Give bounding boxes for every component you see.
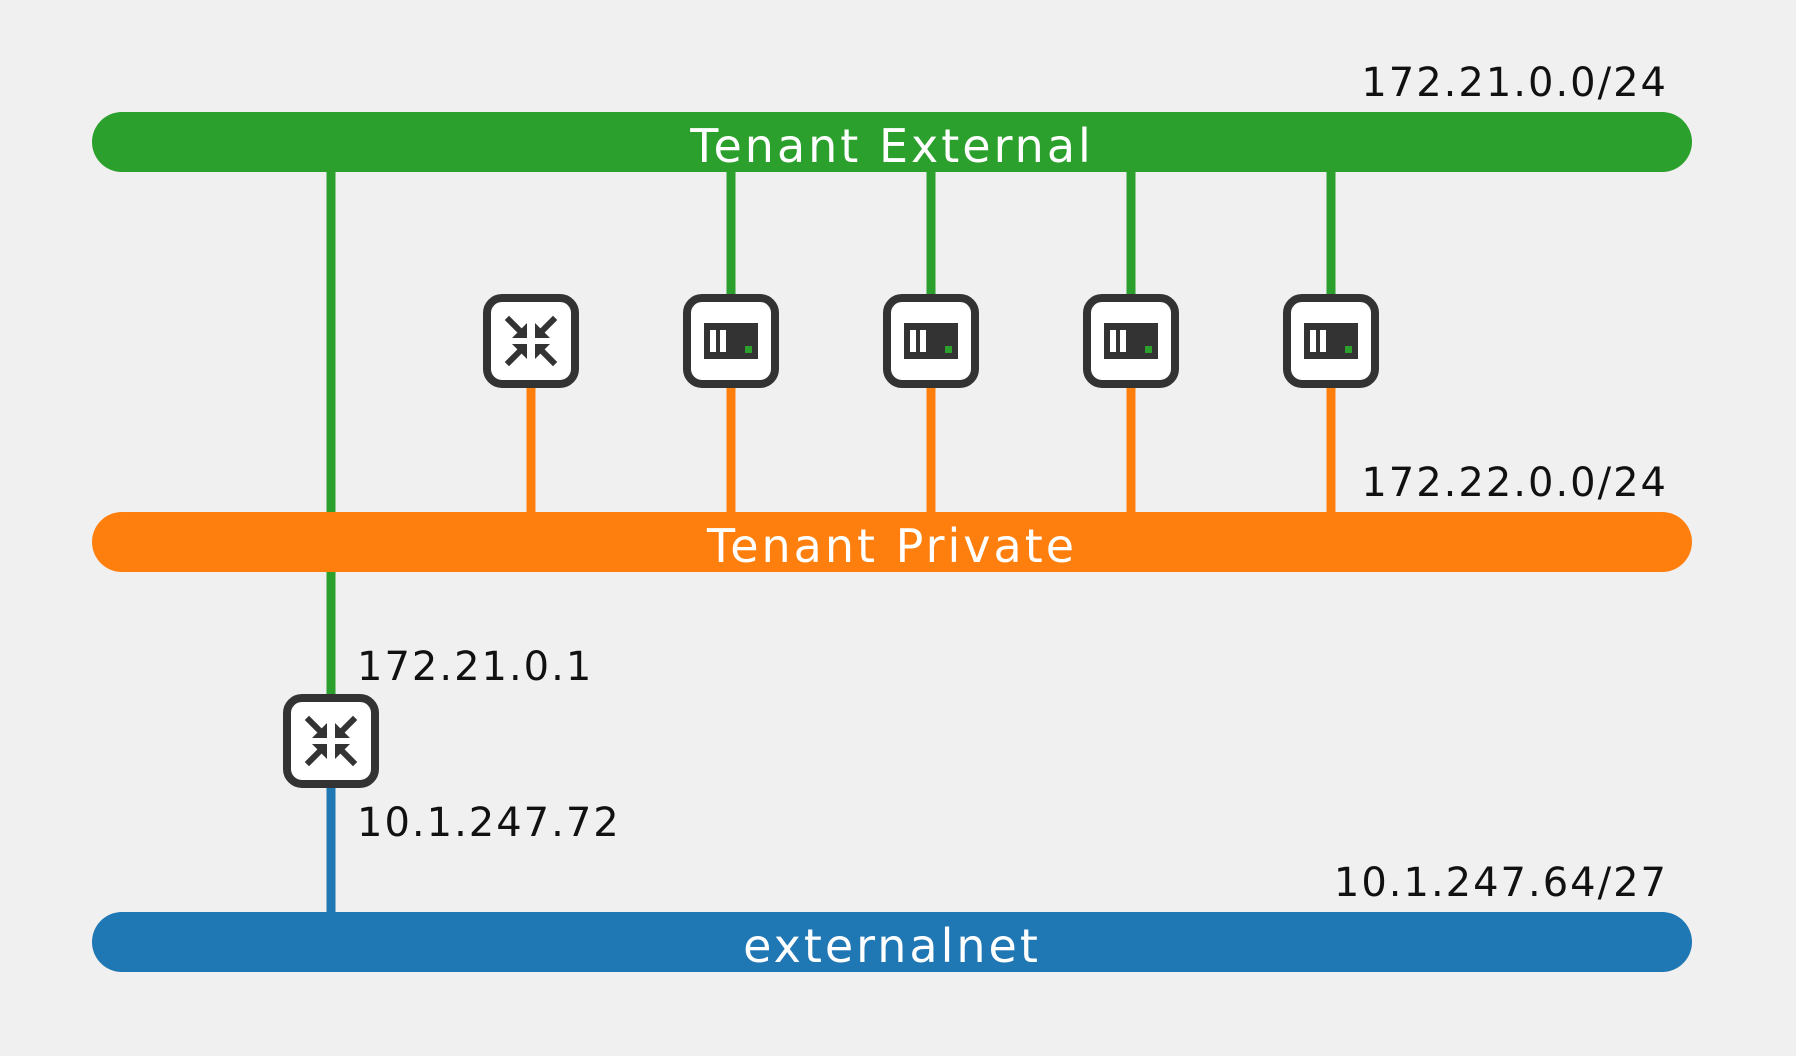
gateway-external-ip: 10.1.247.72 <box>357 800 621 846</box>
device-frame <box>483 294 579 388</box>
network-cidr: 10.1.247.64/27 <box>1334 860 1668 906</box>
gateway-internal-ip: 172.21.0.1 <box>357 644 593 690</box>
network-tenant-private[interactable]: Tenant Private <box>92 512 1692 573</box>
network-externalnet[interactable]: externalnet <box>92 912 1692 973</box>
server-instance-icon <box>704 323 758 359</box>
instance-3[interactable] <box>1083 294 1179 388</box>
network-name: Tenant External <box>689 119 1094 173</box>
router-icon <box>504 315 558 367</box>
network-bar[interactable] <box>92 512 1692 572</box>
server-instance-icon <box>1104 323 1158 359</box>
server-instance-icon <box>1304 323 1358 359</box>
network-name: Tenant Private <box>706 519 1077 573</box>
instance-1[interactable] <box>683 294 779 388</box>
tenant-router[interactable] <box>483 294 579 388</box>
network-cidr: 172.22.0.0/24 <box>1361 460 1668 506</box>
network-tenant-external[interactable]: Tenant External <box>92 112 1692 173</box>
network-bar[interactable] <box>92 112 1692 172</box>
instance-4[interactable] <box>1283 294 1379 388</box>
router-icon <box>304 715 358 767</box>
network-name: externalnet <box>743 919 1041 973</box>
connections <box>326 160 1336 925</box>
network-cidr: 172.21.0.0/24 <box>1361 60 1668 106</box>
network-bar[interactable] <box>92 912 1692 972</box>
instance-2[interactable] <box>883 294 979 388</box>
device-frame <box>283 694 379 788</box>
server-instance-icon <box>904 323 958 359</box>
gateway-router[interactable] <box>283 694 379 788</box>
